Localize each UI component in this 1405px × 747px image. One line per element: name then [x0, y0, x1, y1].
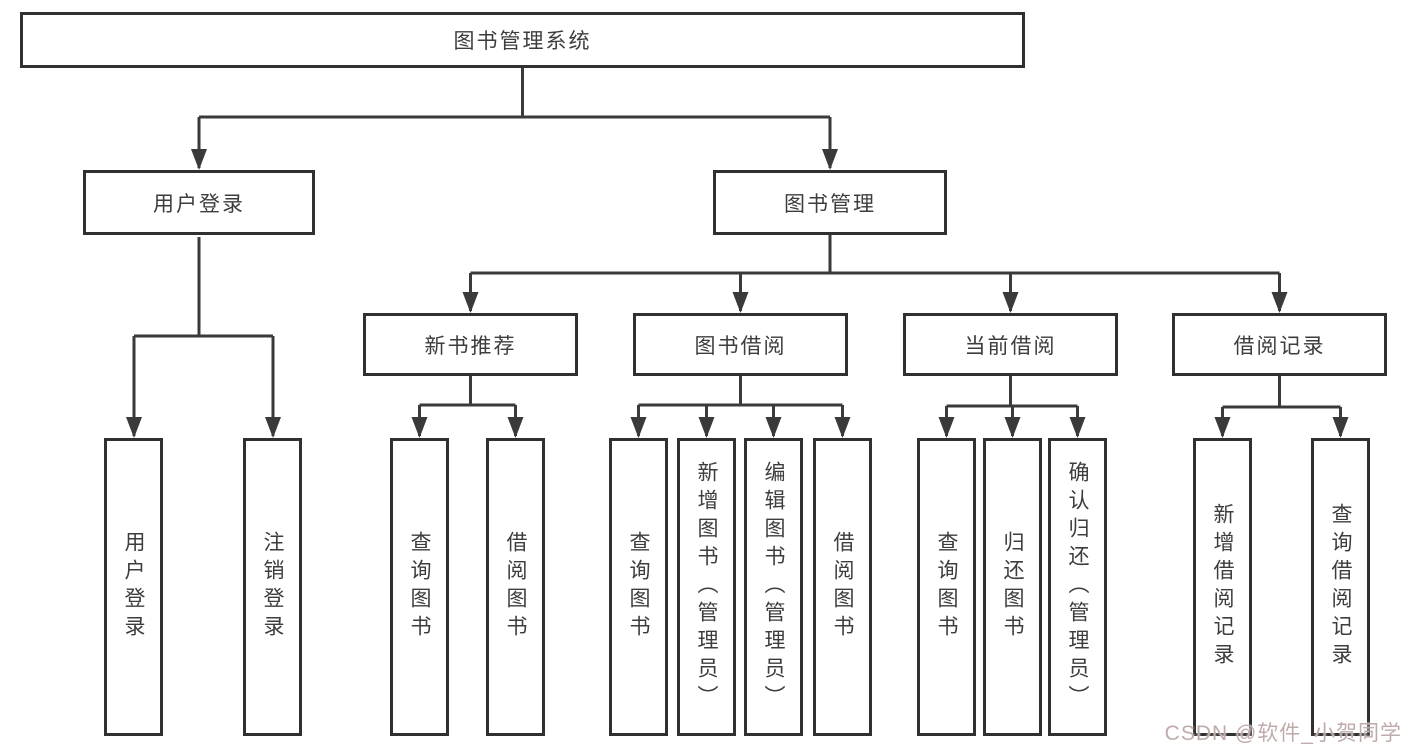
node-new-book-recommend: 新书推荐 — [363, 313, 578, 376]
node-book-borrow: 图书借阅 — [633, 313, 848, 376]
leaf-user-login-label: 用户登录 — [122, 531, 145, 643]
leaf-current-query-label: 查询图书 — [935, 531, 958, 643]
leaf-newbooks-query-label: 查询图书 — [408, 531, 431, 643]
leaf-user-login: 用户登录 — [104, 438, 163, 736]
node-borrow-records-label: 借阅记录 — [1233, 334, 1326, 358]
leaf-records-query: 查询借阅记录 — [1311, 438, 1370, 736]
leaf-current-return-label: 归还图书 — [1001, 531, 1024, 643]
leaf-current-return: 归还图书 — [983, 438, 1042, 736]
node-root-system: 图书管理系统 — [20, 12, 1025, 68]
node-current-borrow-label: 当前借阅 — [964, 334, 1057, 358]
leaf-borrow-add-admin-label: 新增图书（管理员） — [695, 461, 718, 713]
leaf-current-confirm-admin-label: 确认归还（管理员） — [1066, 461, 1089, 713]
leaf-logout-label: 注销登录 — [261, 531, 284, 643]
node-root-label: 图书管理系统 — [453, 30, 592, 53]
leaf-records-add-label: 新增借阅记录 — [1211, 503, 1234, 671]
node-book-management: 图书管理 — [713, 170, 947, 235]
node-new-book-recommend-label: 新书推荐 — [424, 334, 517, 358]
leaf-borrow-query: 查询图书 — [609, 438, 668, 736]
leaf-borrow-edit-admin: 编辑图书（管理员） — [744, 438, 803, 736]
leaf-records-add: 新增借阅记录 — [1193, 438, 1252, 736]
leaf-newbooks-borrow-label: 借阅图书 — [504, 531, 527, 643]
watermark: CSDN @软件_小贺同学 — [1164, 722, 1402, 745]
leaf-newbooks-query: 查询图书 — [390, 438, 449, 736]
leaf-borrow-add-admin: 新增图书（管理员） — [677, 438, 736, 736]
leaf-newbooks-borrow: 借阅图书 — [486, 438, 545, 736]
leaf-logout: 注销登录 — [243, 438, 302, 736]
leaf-current-confirm-admin: 确认归还（管理员） — [1048, 438, 1107, 736]
node-borrow-records: 借阅记录 — [1172, 313, 1387, 376]
leaf-records-query-label: 查询借阅记录 — [1329, 503, 1352, 671]
leaf-current-query: 查询图书 — [917, 438, 976, 736]
node-current-borrow: 当前借阅 — [903, 313, 1118, 376]
leaf-borrow-edit-admin-label: 编辑图书（管理员） — [762, 461, 785, 713]
node-user-login-label: 用户登录 — [153, 192, 245, 216]
node-user-login: 用户登录 — [83, 170, 315, 235]
leaf-borrow-book-label: 借阅图书 — [831, 531, 854, 643]
node-book-management-label: 图书管理 — [784, 192, 876, 216]
leaf-borrow-book: 借阅图书 — [813, 438, 872, 736]
node-book-borrow-label: 图书借阅 — [694, 334, 787, 358]
leaf-borrow-query-label: 查询图书 — [627, 531, 650, 643]
